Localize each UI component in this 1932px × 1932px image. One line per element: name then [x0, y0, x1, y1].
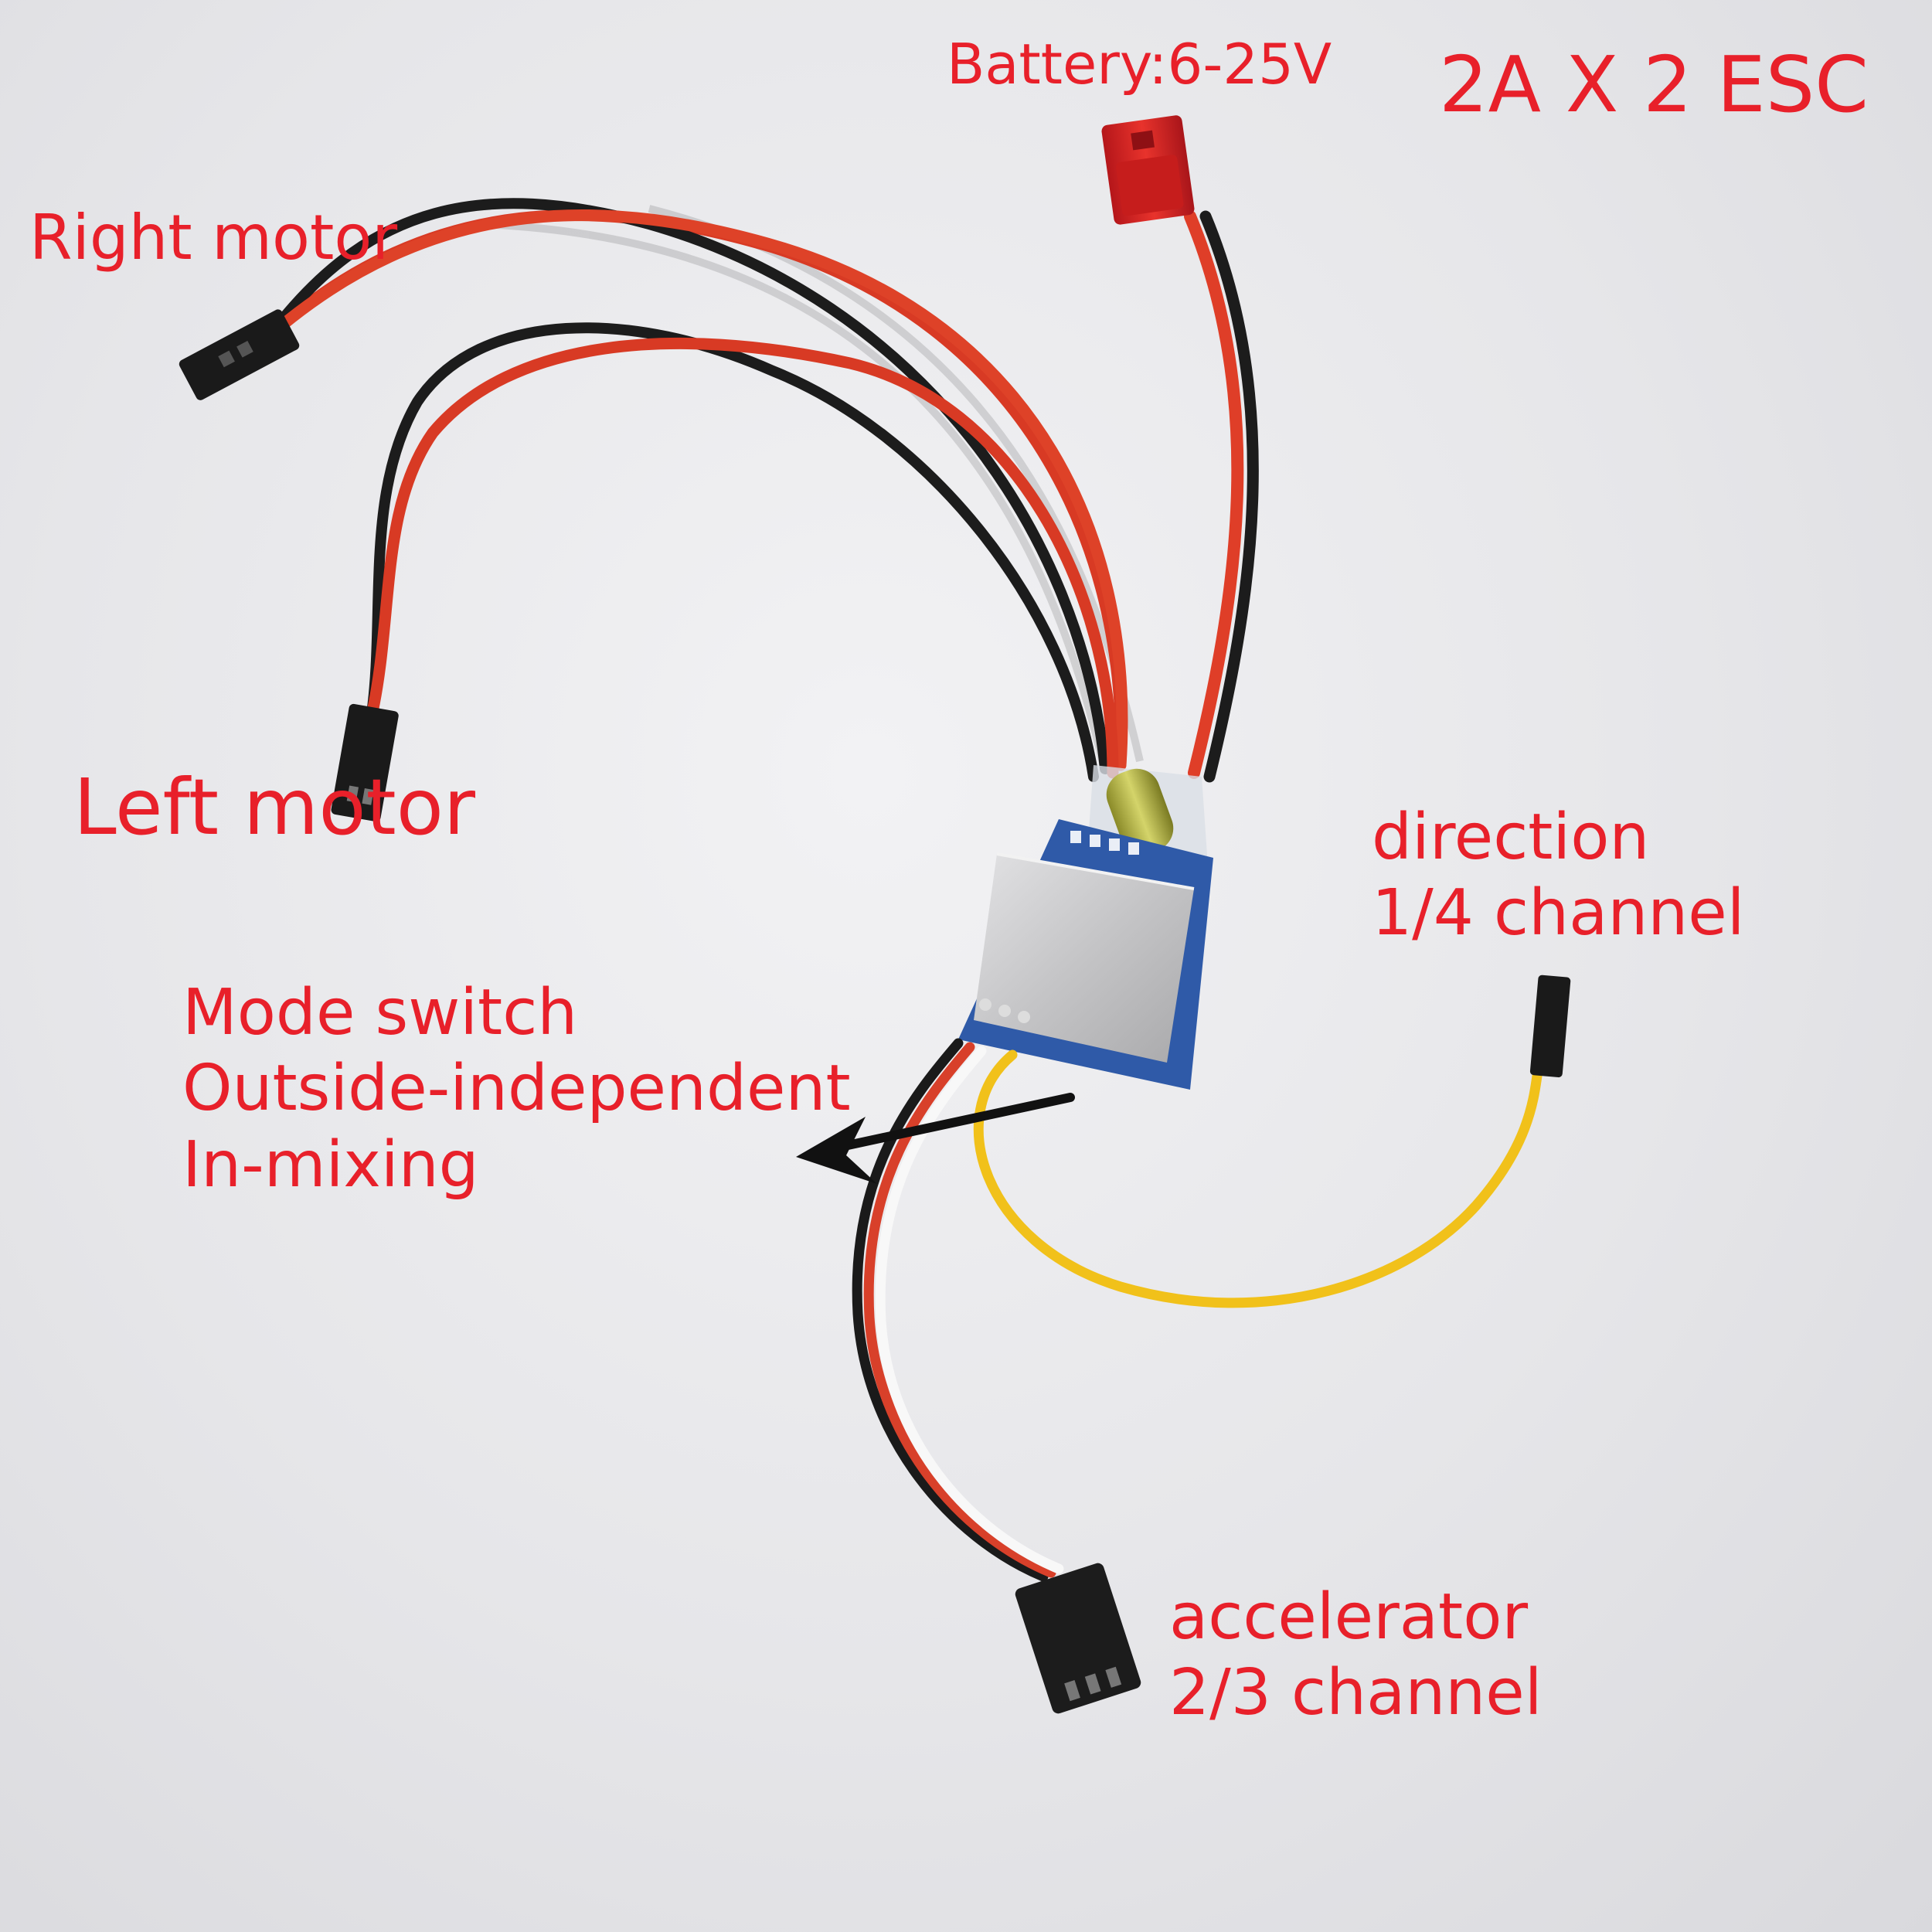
- title-label: 2A X 2 ESC: [1439, 39, 1869, 130]
- left-motor-connector: [331, 703, 399, 822]
- battery-label: Battery:6-25V: [947, 32, 1332, 97]
- direction-connector: [1529, 975, 1571, 1078]
- esc-module: [958, 819, 1213, 1090]
- mode-line-1: Mode switch: [182, 976, 578, 1049]
- mode-line-2: Outside-independent: [182, 1052, 851, 1126]
- battery-wires: [1184, 210, 1259, 783]
- right-motor-label: Right motor: [29, 202, 398, 274]
- direction-wire: [973, 1049, 1543, 1308]
- servo-cable: [852, 1038, 1064, 1582]
- mode-line-3: In-mixing: [182, 1128, 479, 1202]
- mode-switch-label: Mode switch Outside-independent In-mixin…: [182, 975, 851, 1203]
- direction-line-1: direction: [1372, 801, 1650, 874]
- accelerator-line-1: accelerator: [1169, 1580, 1529, 1654]
- accelerator-connector: [1015, 1563, 1141, 1714]
- left-motor-label: Left motor: [73, 762, 476, 852]
- direction-line-2: 1/4 channel: [1372, 876, 1745, 951]
- right-motor-wires: [272, 198, 1128, 774]
- left-motor-wires: [365, 322, 1119, 782]
- direction-label: direction 1/4 channel: [1372, 800, 1745, 952]
- right-motor-connector: [179, 309, 300, 400]
- accelerator-label: accelerator 2/3 channel: [1169, 1580, 1543, 1732]
- battery-connector: [1101, 115, 1195, 225]
- mode-switch-arrow: [796, 1093, 1075, 1184]
- accelerator-line-2: 2/3 channel: [1169, 1656, 1543, 1730]
